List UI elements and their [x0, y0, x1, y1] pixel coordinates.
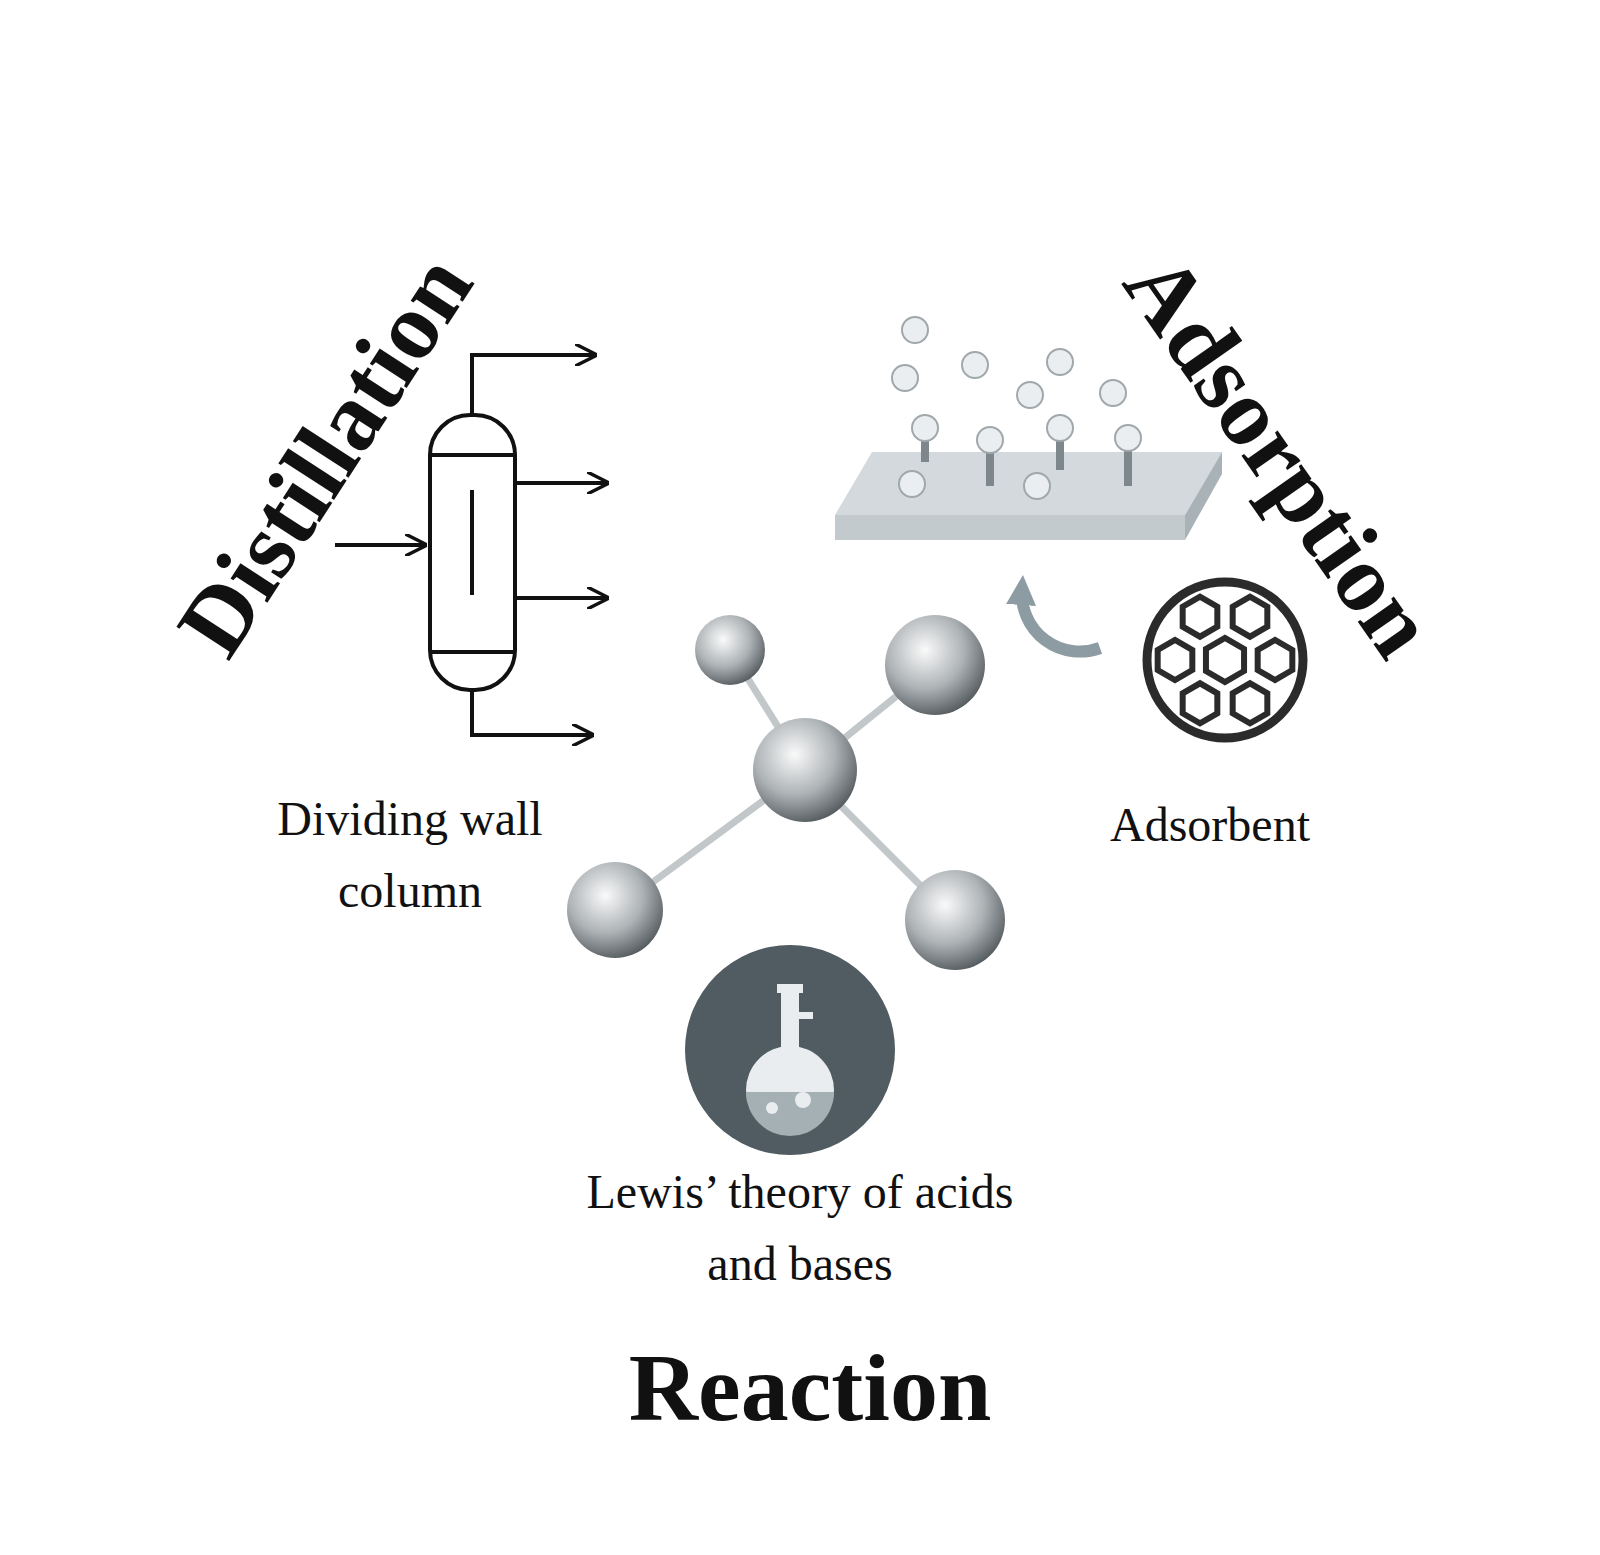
column-shell — [430, 415, 515, 690]
adsorbate-molecule — [1017, 382, 1043, 408]
flask-neck — [781, 992, 799, 1052]
regeneration-arrow — [1022, 590, 1100, 652]
top-product-pipe — [472, 355, 595, 415]
section-title: Adsorption — [1108, 237, 1453, 672]
flask-side-arm — [799, 1012, 813, 1019]
section-label: Adsorbent — [1030, 789, 1390, 861]
adsorbate-molecule — [902, 317, 928, 343]
atom — [753, 718, 857, 822]
side-product-pipe — [515, 596, 607, 600]
section-label: Dividing wall column — [220, 783, 600, 927]
fullerene-ring — [1158, 640, 1193, 680]
adsorbate-molecule — [1047, 415, 1073, 441]
sector-band — [120, 90, 800, 1100]
atom — [905, 870, 1005, 970]
bubble — [795, 1092, 811, 1108]
adsorbate-molecule — [1024, 473, 1050, 499]
sector-fill — [313, 770, 1317, 1327]
icon-disc — [685, 945, 895, 1155]
section-title: Reaction — [629, 1340, 992, 1436]
sector-band — [800, 90, 1480, 1025]
bottom-product-pipe — [472, 690, 592, 735]
fullerene-ring — [1233, 683, 1268, 723]
adsorbate-molecule — [892, 365, 918, 391]
sector-gap — [800, 770, 1449, 1032]
atom — [567, 862, 663, 958]
molecule-model — [567, 615, 1005, 970]
sector-fill — [800, 213, 1357, 979]
fullerene-outline — [1147, 582, 1303, 738]
adsorbate-molecule — [1047, 349, 1073, 375]
fullerene-adsorbent — [1147, 582, 1303, 738]
section-title: Distillation — [161, 239, 488, 672]
adsorbate-molecule — [899, 471, 925, 497]
fullerene-ring — [1183, 683, 1218, 723]
column-head-line — [430, 650, 515, 654]
dividing-wall — [470, 490, 474, 595]
fullerene-ring — [1206, 638, 1244, 682]
column-head-line — [430, 453, 515, 457]
section-label: Lewis’ theory of acids and bases — [580, 1156, 1020, 1300]
sector-node: Reaction Lewis’ theory of acids and bases — [100, 70, 1500, 1470]
plate-side — [1185, 452, 1222, 540]
feed-pipe — [335, 543, 425, 547]
adsorbate-molecule — [977, 427, 1003, 453]
side-product-pipe — [515, 481, 607, 485]
flask-liquid — [746, 1092, 834, 1136]
flask-icon — [685, 945, 895, 1155]
sector-fill — [243, 213, 800, 1040]
fullerene-ring — [1258, 640, 1293, 680]
atom — [695, 615, 765, 685]
adsorbate-molecule — [912, 415, 938, 441]
flask-stopper — [777, 984, 803, 993]
fullerene-ring — [1183, 597, 1218, 637]
sector-band — [205, 978, 1430, 1450]
fullerene-ring — [1233, 597, 1268, 637]
bubble — [766, 1102, 778, 1114]
plate-top — [835, 452, 1222, 515]
adsorbate-molecule — [1100, 380, 1126, 406]
adsorbate-molecule — [1115, 425, 1141, 451]
plate-front — [835, 515, 1185, 540]
sector-gap — [787, 70, 813, 770]
atom — [885, 615, 985, 715]
adsorbate-molecule — [962, 352, 988, 378]
